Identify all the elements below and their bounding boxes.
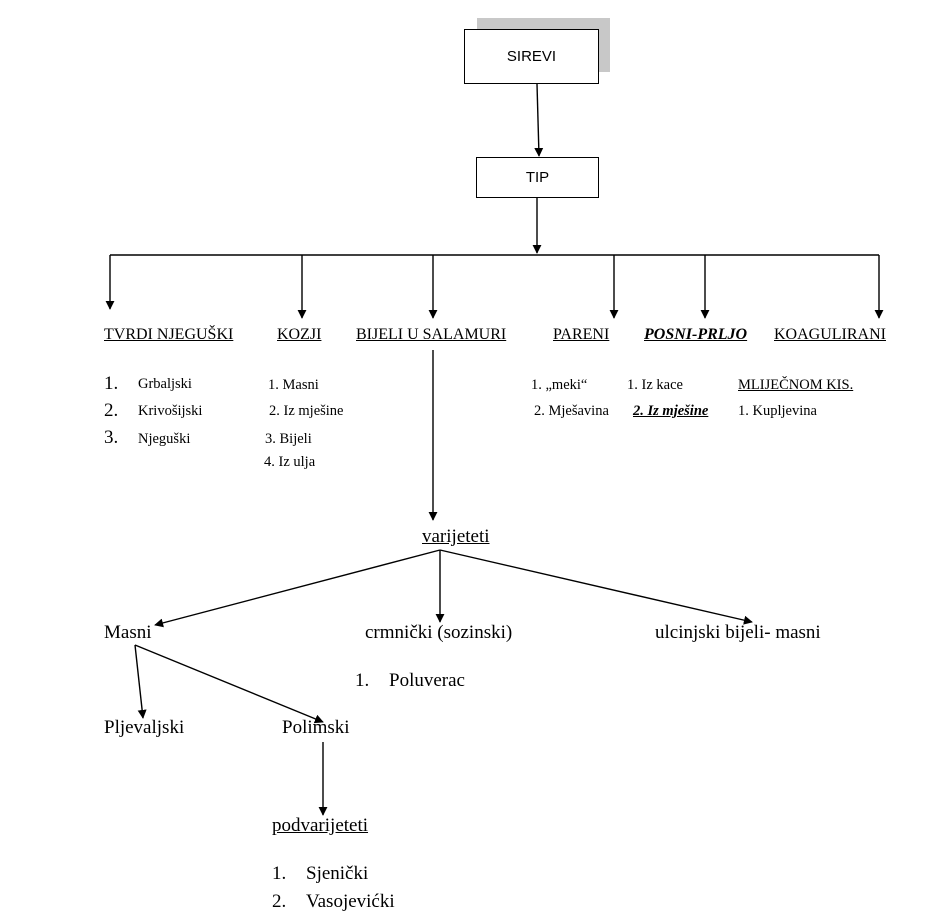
root-box: SIREVI (464, 29, 599, 84)
list-number: 3. (104, 427, 119, 448)
masni-label: Masni (104, 622, 152, 643)
category-koagulirani: KOAGULIRANI (774, 326, 886, 343)
list-item: 1. Masni (268, 377, 319, 393)
podvarijeteti-label: podvarijeteti (272, 815, 369, 836)
list-item: 4. Iz ulja (264, 454, 316, 470)
arrow-to-ulcinjski (439, 549, 753, 625)
category-kozji: KOZJI (277, 326, 322, 343)
podvarijeteti-item: Vasojevićki (306, 891, 395, 912)
list-number: 1. (104, 373, 119, 394)
crmnicki-sub-item: Poluverac (389, 670, 465, 691)
posni-item-2: 2. Iz mješine (633, 403, 709, 419)
koagulirani-item-1: 1. Kupljevina (738, 403, 817, 419)
tip-box: TIP (476, 157, 599, 198)
list-item: Njeguški (138, 431, 191, 447)
crmnicki-sub-number: 1. (355, 670, 370, 691)
crmnicki-label: crmnički (sozinski) (365, 622, 513, 643)
list-number: 2. (104, 400, 119, 421)
polimski-label: Polimski (282, 717, 350, 738)
pareni-item-2: 2. Mješavina (534, 403, 609, 419)
category-pareni: PARENI (553, 326, 610, 343)
list-item: Krivošijski (138, 403, 203, 419)
podvarijeteti-item: Sjenički (306, 863, 369, 884)
pljevaljski-label: Pljevaljski (104, 717, 185, 738)
category-tvrdi-njeguski: TVRDI NJEGUŠKI (104, 326, 234, 343)
arrow-to-polimski (134, 644, 324, 724)
varijeteti-label: varijeteti (422, 526, 490, 547)
root-label: SIREVI (506, 48, 557, 65)
koagulirani-header: MLIJEČNOM KIS. (738, 377, 854, 393)
arrow-to-masni (154, 549, 441, 628)
podvarijeteti-number: 1. (272, 863, 287, 884)
category-posni-prljo: POSNI-PRLJO (644, 326, 748, 343)
pareni-item-1: 1. „meki“ (531, 377, 588, 393)
list-item: 2. Iz mješine (269, 403, 344, 419)
tip-label: TIP (525, 169, 550, 186)
arrow-to-pljevaljski (134, 644, 147, 719)
posni-item-1: 1. Iz kace (627, 377, 683, 393)
ulcinjski-label: ulcinjski bijeli- masni (655, 622, 821, 643)
list-item: 3. Bijeli (265, 431, 312, 447)
arrow-root-to-tip (534, 83, 544, 157)
list-item: Grbaljski (138, 376, 192, 392)
podvarijeteti-number: 2. (272, 891, 287, 912)
category-bijeli-u-salamuri: BIJELI U SALAMURI (356, 326, 507, 343)
